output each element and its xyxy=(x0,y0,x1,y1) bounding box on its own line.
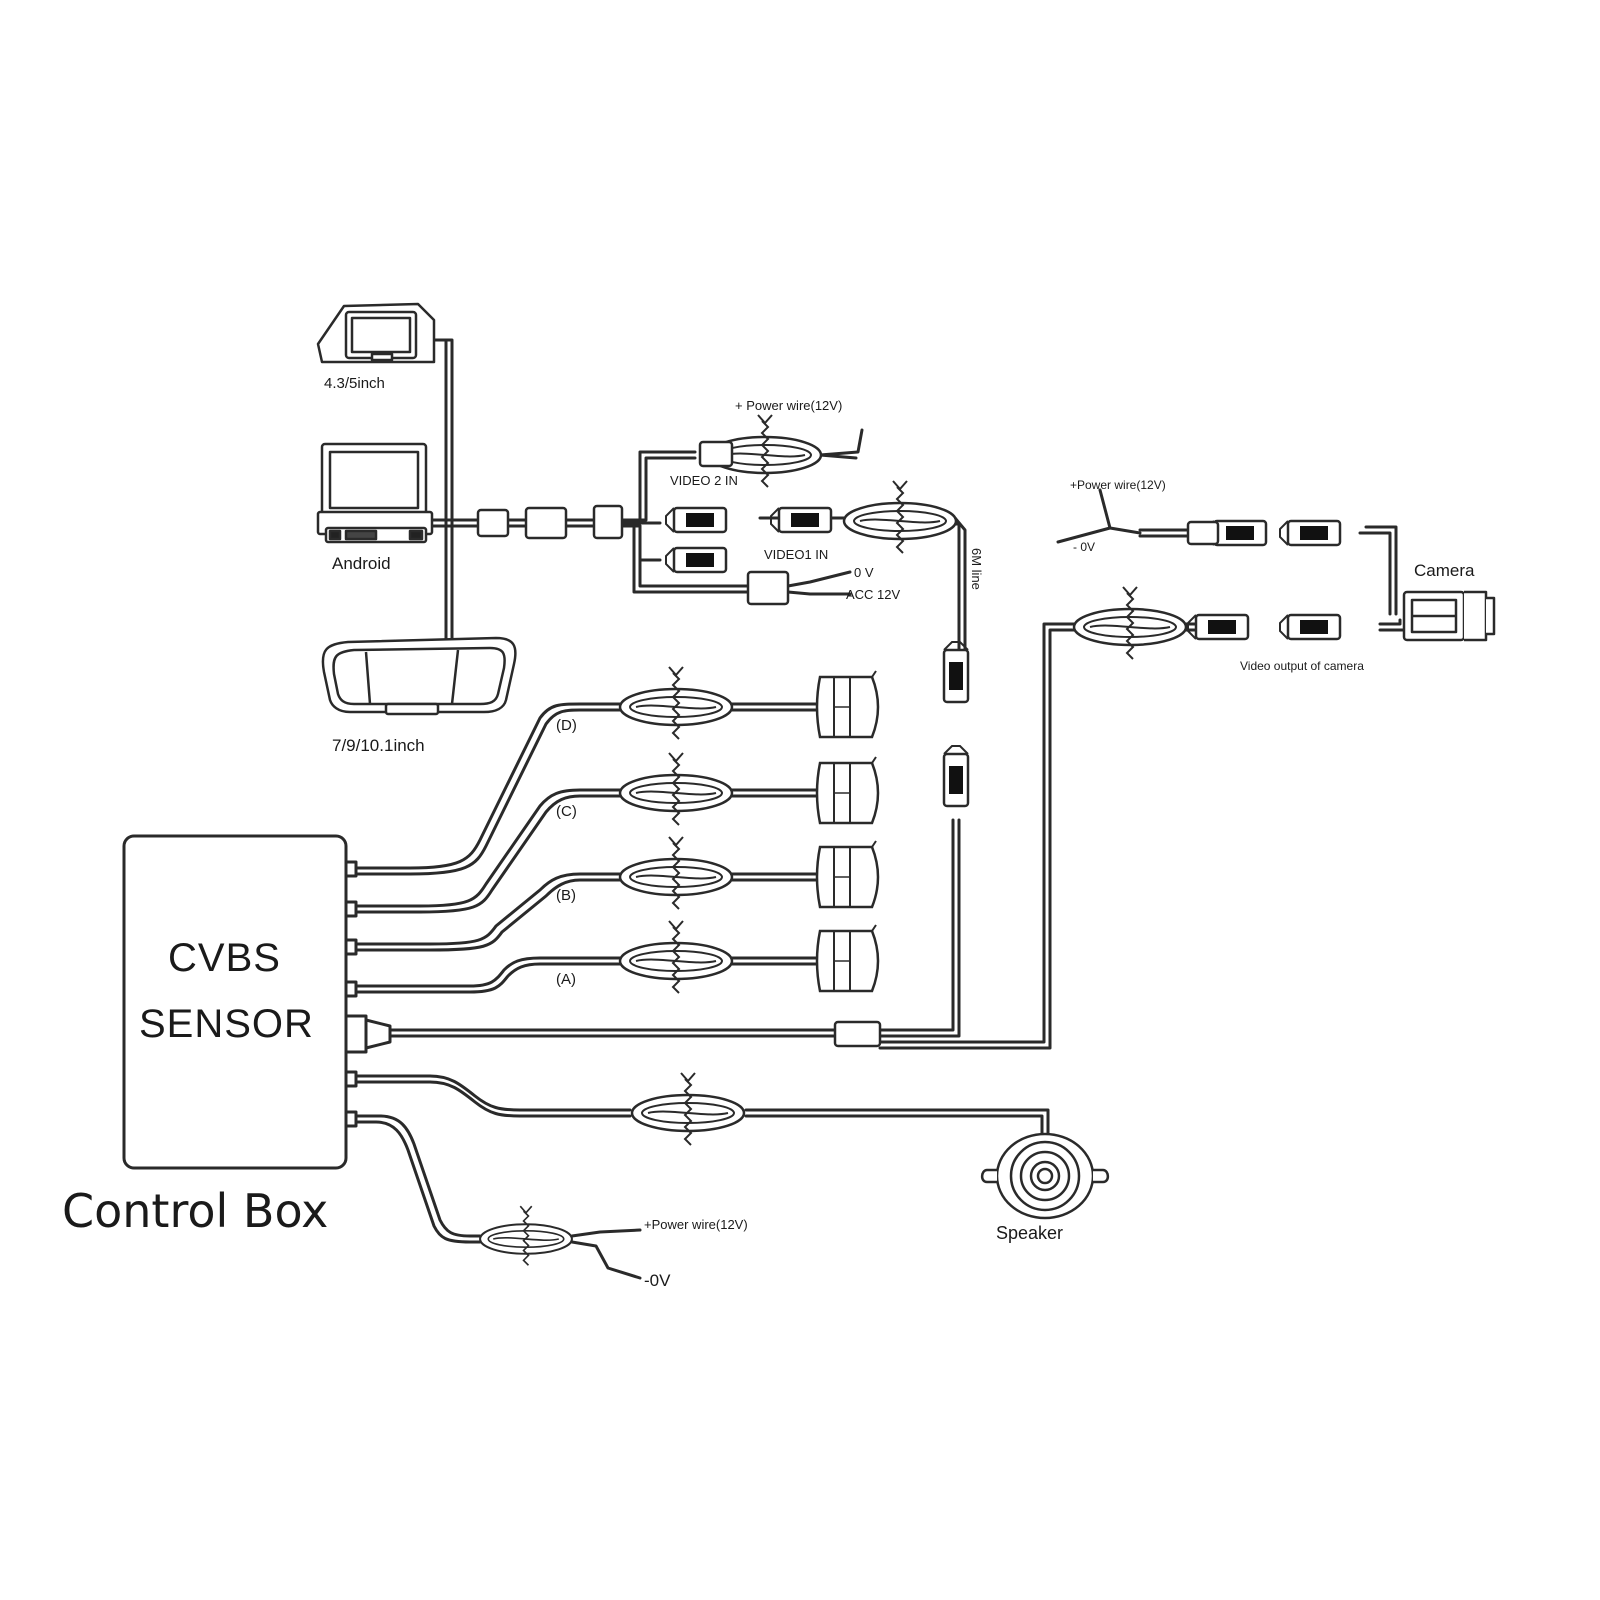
camera-icon xyxy=(1402,590,1496,642)
zero-v-bottom-label: -0V xyxy=(644,1271,671,1290)
video-output-camera-label: Video output of camera xyxy=(1240,659,1364,673)
six-m-line-label: 6M line xyxy=(969,548,984,590)
control-box-icon xyxy=(122,834,392,1170)
head-unit-label: Android xyxy=(332,554,391,573)
camera-power-wire-label: +Power wire(12V) xyxy=(1070,478,1166,492)
sensor-a-label: (A) xyxy=(556,971,576,988)
power-wire-top-label: + Power wire(12V) xyxy=(735,398,843,413)
monitor-small-label: 4.3/5inch xyxy=(324,375,385,392)
sensor-d-label: (D) xyxy=(556,717,577,734)
monitor-small-icon xyxy=(316,302,436,364)
head-unit-icon xyxy=(316,442,434,544)
video2-in-label: VIDEO 2 IN xyxy=(670,473,738,488)
sensor-icon xyxy=(815,669,880,993)
zero-v-top-label: 0 V xyxy=(854,565,874,580)
control-box-line1: CVBS xyxy=(168,936,281,980)
speaker-icon xyxy=(980,1132,1110,1220)
speaker-label: Speaker xyxy=(996,1223,1064,1243)
camera-label: Camera xyxy=(1414,561,1475,580)
sensor-b-label: (B) xyxy=(556,887,576,904)
mirror-monitor-icon xyxy=(321,636,517,716)
mirror-monitor-label: 7/9/10.1inch xyxy=(332,736,425,755)
video1-in-label: VIDEO1 IN xyxy=(764,547,829,562)
sensor-c-label: (C) xyxy=(556,803,577,820)
control-box-title: Control Box xyxy=(62,1184,329,1238)
camera-zero-v-label: - 0V xyxy=(1073,540,1096,554)
acc-12v-label: ACC 12V xyxy=(846,587,901,602)
control-box-line2: SENSOR xyxy=(139,1002,314,1046)
power-wire-bottom-label: +Power wire(12V) xyxy=(644,1217,748,1232)
